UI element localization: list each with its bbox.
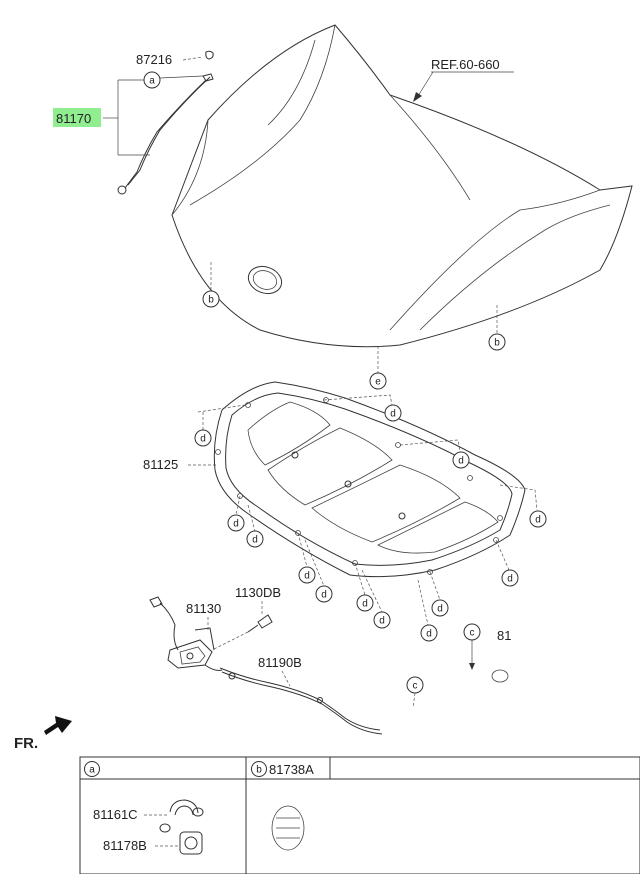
part-highlight-81170	[53, 108, 101, 127]
svg-text:d: d	[252, 535, 258, 546]
svg-text:d: d	[458, 456, 464, 467]
svg-text:d: d	[426, 629, 432, 640]
front-arrow-icon	[44, 716, 72, 735]
ref-label: REF.60-660	[431, 57, 500, 72]
grommet-81738A[interactable]	[271, 805, 305, 851]
svg-text:d: d	[304, 571, 310, 582]
svg-text:b: b	[256, 765, 262, 776]
clip-87216[interactable]	[205, 50, 214, 60]
part-label-81125: 81125	[143, 457, 178, 472]
part-label-81190B: 81190B	[258, 655, 302, 670]
legend-key-a	[84, 761, 100, 777]
svg-text:c: c	[470, 628, 475, 639]
part-label-81-partial: 81	[497, 628, 511, 643]
hood-latch-assembly[interactable]	[149, 596, 223, 671]
svg-text:d: d	[233, 519, 239, 530]
svg-text:d: d	[507, 574, 513, 585]
svg-text:d: d	[379, 616, 385, 627]
part-label-81170[interactable]: 81170	[56, 111, 91, 126]
callout-e	[369, 372, 387, 390]
svg-text:b: b	[494, 338, 500, 349]
part-label-81130: 81130	[186, 601, 221, 616]
legend-table	[79, 756, 640, 874]
bushing-81178B[interactable]	[179, 831, 203, 855]
hood-panel[interactable]	[171, 24, 633, 348]
legend-part-81738A: 81738A	[269, 762, 314, 777]
svg-text:d: d	[321, 590, 327, 601]
svg-text:a: a	[89, 765, 95, 776]
svg-text:d: d	[200, 434, 206, 445]
svg-text:d: d	[362, 599, 368, 610]
svg-text:d: d	[437, 604, 443, 615]
svg-text:e: e	[375, 377, 381, 388]
partial-bubble	[491, 669, 509, 683]
hood-insulator-pad[interactable]	[213, 381, 526, 578]
hood-stay-rod[interactable]	[117, 73, 214, 195]
part-label-1130DB: 1130DB	[235, 585, 281, 600]
svg-text:b: b	[208, 295, 214, 306]
callout-a-text: a	[149, 76, 155, 87]
front-direction-label: FR.	[14, 735, 38, 752]
legend-part-81161C: 81161C	[93, 807, 138, 822]
clamp-81161C[interactable]	[159, 799, 204, 833]
bolt-1130DB[interactable]	[247, 614, 273, 633]
callout-b-right	[488, 333, 506, 351]
svg-text:d: d	[390, 409, 396, 420]
svg-text:c: c	[413, 681, 418, 692]
callout-b-left	[202, 290, 220, 308]
part-label-87216: 87216	[136, 52, 172, 67]
legend-part-81178B: 81178B	[103, 838, 147, 853]
legend-key-b	[251, 761, 267, 777]
hood-release-cable[interactable]	[219, 667, 383, 735]
svg-text:d: d	[535, 515, 541, 526]
d-callouts: d d d d d d d d d d d d	[194, 394, 547, 642]
